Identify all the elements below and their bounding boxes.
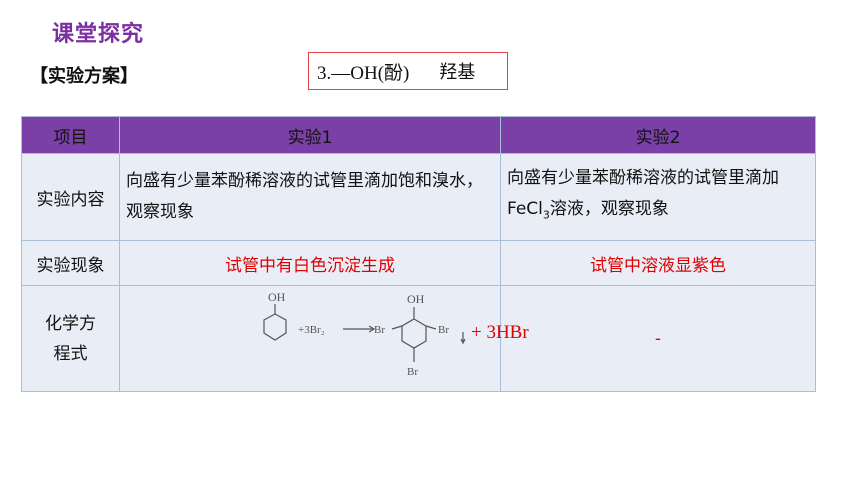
row-content: 实验内容 向盛有少量苯酚稀溶液的试管里滴加饱和溴水，观察现象 向盛有少量苯酚稀溶… (21, 153, 816, 241)
br-left-label: Br (374, 324, 385, 336)
header-exp1: 实验1 (119, 116, 501, 154)
byproduct-label: + 3HBr (471, 322, 529, 343)
section-title: 课堂探究 (52, 22, 145, 47)
header-item: 项目 (21, 116, 120, 154)
row-equation: 化学方 程式 (21, 285, 816, 392)
phenol-ring (263, 312, 287, 341)
product-oh-label: OH (407, 292, 425, 306)
row-label-content: 实验内容 (21, 153, 120, 241)
br-bottom-label: Br (407, 366, 418, 378)
experiment-table: 项目 实验1 实验2 实验内容 向盛有少量苯酚稀溶液的试管里滴加饱和溴水，观察现… (21, 116, 816, 392)
reagent-label: +3Br₂ (298, 324, 325, 336)
note-box: 3.—OH(酚) 羟基 (308, 52, 508, 90)
exp2-equation: - (500, 285, 816, 392)
phenol-oh-label: OH (268, 290, 286, 304)
exp2-content-b: 溶液，观察现象 (549, 199, 669, 220)
header-exp2: 实验2 (500, 116, 816, 154)
header-row: 项目 实验1 实验2 (21, 116, 816, 154)
row-label-phenomenon: 实验现象 (21, 240, 120, 286)
note-suffix: 羟基 (439, 62, 476, 83)
reaction-diagram: OH +3Br₂ Br OH Br Br + 3HBr (263, 290, 529, 378)
exp2-content: 向盛有少量苯酚稀溶液的试管里滴加FeCl3溶液，观察现象 (500, 153, 816, 241)
exp2-phenomenon: 试管中溶液显紫色 (500, 240, 816, 286)
exp1-phenomenon: 试管中有白色沉淀生成 (119, 240, 501, 286)
equation-label-line2: 程式 (53, 343, 88, 364)
exp2-content-sub: 3 (542, 208, 550, 222)
exp2-content-a: 向盛有少量苯酚稀溶液的试管里滴加FeCl (507, 168, 779, 220)
product-br-bond-left (391, 324, 403, 330)
equation-label-line1: 化学方 (45, 313, 96, 334)
reaction-arrowhead (368, 324, 376, 333)
precipitate-arrowhead (460, 338, 466, 344)
row-phenomenon: 实验现象 试管中有白色沉淀生成 试管中溶液显紫色 (21, 240, 816, 286)
exp1-content: 向盛有少量苯酚稀溶液的试管里滴加饱和溴水，观察现象 (119, 153, 501, 241)
note-prefix: 3.—OH(酚) (317, 62, 410, 84)
exp1-equation: OH +3Br₂ Br OH Br Br + 3HBr (119, 285, 529, 392)
row-label-equation: 化学方 程式 (21, 285, 120, 392)
product-ring (401, 317, 427, 349)
product-br-bond-right (425, 324, 437, 330)
scheme-label: 【实验方案】 (30, 66, 138, 87)
br-right-label: Br (438, 324, 449, 336)
